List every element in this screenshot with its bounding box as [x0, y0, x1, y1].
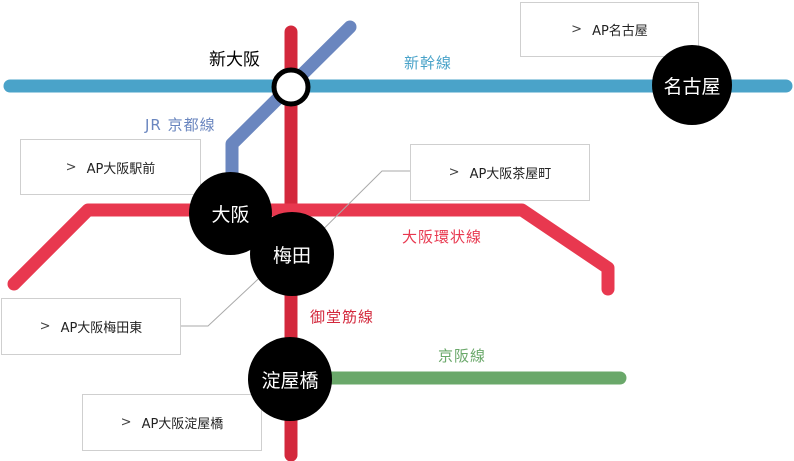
- osaka-loop-line: [7, 203, 615, 296]
- shin-osaka-station-label: 新大阪: [209, 50, 260, 70]
- keihan-label: 京阪線: [438, 347, 487, 365]
- chayamachi-office-link[interactable]: > AP大阪茶屋町: [410, 144, 590, 201]
- jr-kyoto-label: JR 京都線: [145, 116, 216, 134]
- yodoyabashi-station[interactable]: 淀屋橋: [248, 337, 332, 421]
- osaka-ekimae-office-link[interactable]: > AP大阪駅前: [20, 139, 201, 195]
- nagoya-station[interactable]: 名古屋: [652, 45, 732, 125]
- chevron-right-icon: >: [448, 165, 460, 180]
- umeda-higashi-office-label: AP大阪梅田東: [60, 321, 143, 336]
- umeda-station[interactable]: 梅田: [250, 212, 334, 296]
- osaka-ekimae-office-label: AP大阪駅前: [86, 161, 156, 177]
- nagoya-office-label: AP名古屋: [592, 24, 648, 39]
- osaka-loop-label: 大阪環状線: [402, 228, 483, 246]
- nagoya-office-link[interactable]: > AP名古屋: [520, 2, 699, 57]
- chayamachi-office-label: AP大阪茶屋町: [469, 167, 552, 182]
- chevron-right-icon: >: [571, 22, 583, 37]
- chevron-right-icon: >: [120, 415, 132, 430]
- jr-kyoto-line: [225, 20, 357, 183]
- umeda-higashi-office-link[interactable]: > AP大阪梅田東: [1, 298, 181, 355]
- shin-osaka-station-marker: [271, 67, 311, 107]
- umeda-higashi-leader: [181, 267, 271, 327]
- yodoyabashi-office-label: AP大阪淀屋橋: [141, 417, 224, 432]
- midosuji-label: 御堂筋線: [310, 308, 375, 326]
- chevron-right-icon: >: [39, 319, 51, 334]
- chevron-right-icon: >: [65, 159, 77, 175]
- yodoyabashi-office-link[interactable]: > AP大阪淀屋橋: [82, 394, 262, 451]
- shinkansen-label: 新幹線: [404, 54, 453, 72]
